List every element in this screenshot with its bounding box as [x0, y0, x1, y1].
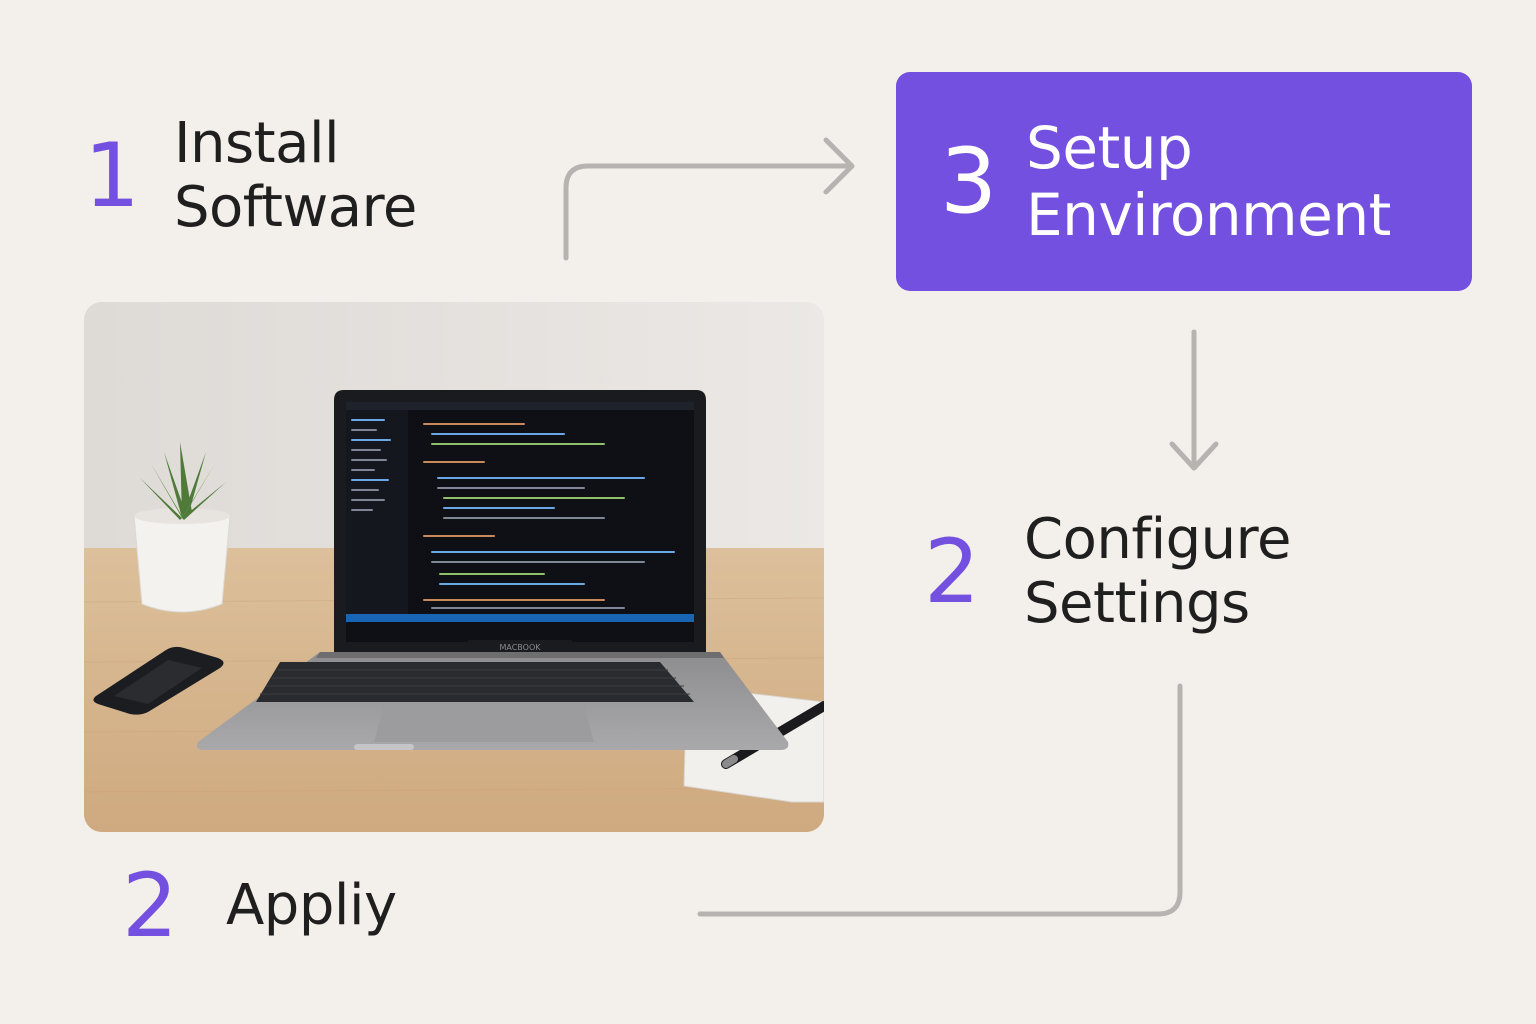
step-label-line: Settings [1024, 571, 1250, 637]
arrowhead-down-icon [1169, 441, 1219, 471]
step-number: 1 [84, 124, 140, 228]
laptop: MACBOOK [196, 390, 789, 750]
step-label-line: Configure [1024, 507, 1291, 572]
step-label-line: Setup [1026, 113, 1193, 182]
step-label: Appliy [226, 872, 397, 938]
plant-pot [133, 442, 231, 613]
step-label: Setup Environment [1026, 115, 1391, 248]
step-configure-settings: 2 Configure Settings [924, 507, 1291, 637]
step-install: 1 Install Software [84, 111, 417, 241]
smartphone [93, 646, 224, 715]
arrowhead-right-icon [823, 137, 855, 195]
step-number: 2 [924, 520, 980, 624]
laptop-brand-text: MACBOOK [499, 643, 541, 652]
laptop-illustration: MACBOOK [84, 302, 824, 832]
laptop-desk-photo: MACBOOK [84, 302, 824, 832]
step-label-line: Install [174, 111, 340, 176]
connector-configure-to-apply [697, 683, 1183, 917]
step-number: 3 [940, 128, 997, 234]
step-label-line: Environment [1026, 180, 1391, 249]
connector-install-to-setup [563, 163, 853, 261]
step-setup-environment: 3 Setup Environment [896, 72, 1472, 291]
step-number: 2 [122, 854, 178, 957]
step-apply: 2 Appliy [122, 862, 397, 950]
step-label: Configure Settings [1024, 507, 1291, 637]
step-label: Install Software [174, 111, 417, 241]
step-label-line: Software [174, 175, 417, 241]
step-label-line: Appliy [226, 872, 397, 938]
